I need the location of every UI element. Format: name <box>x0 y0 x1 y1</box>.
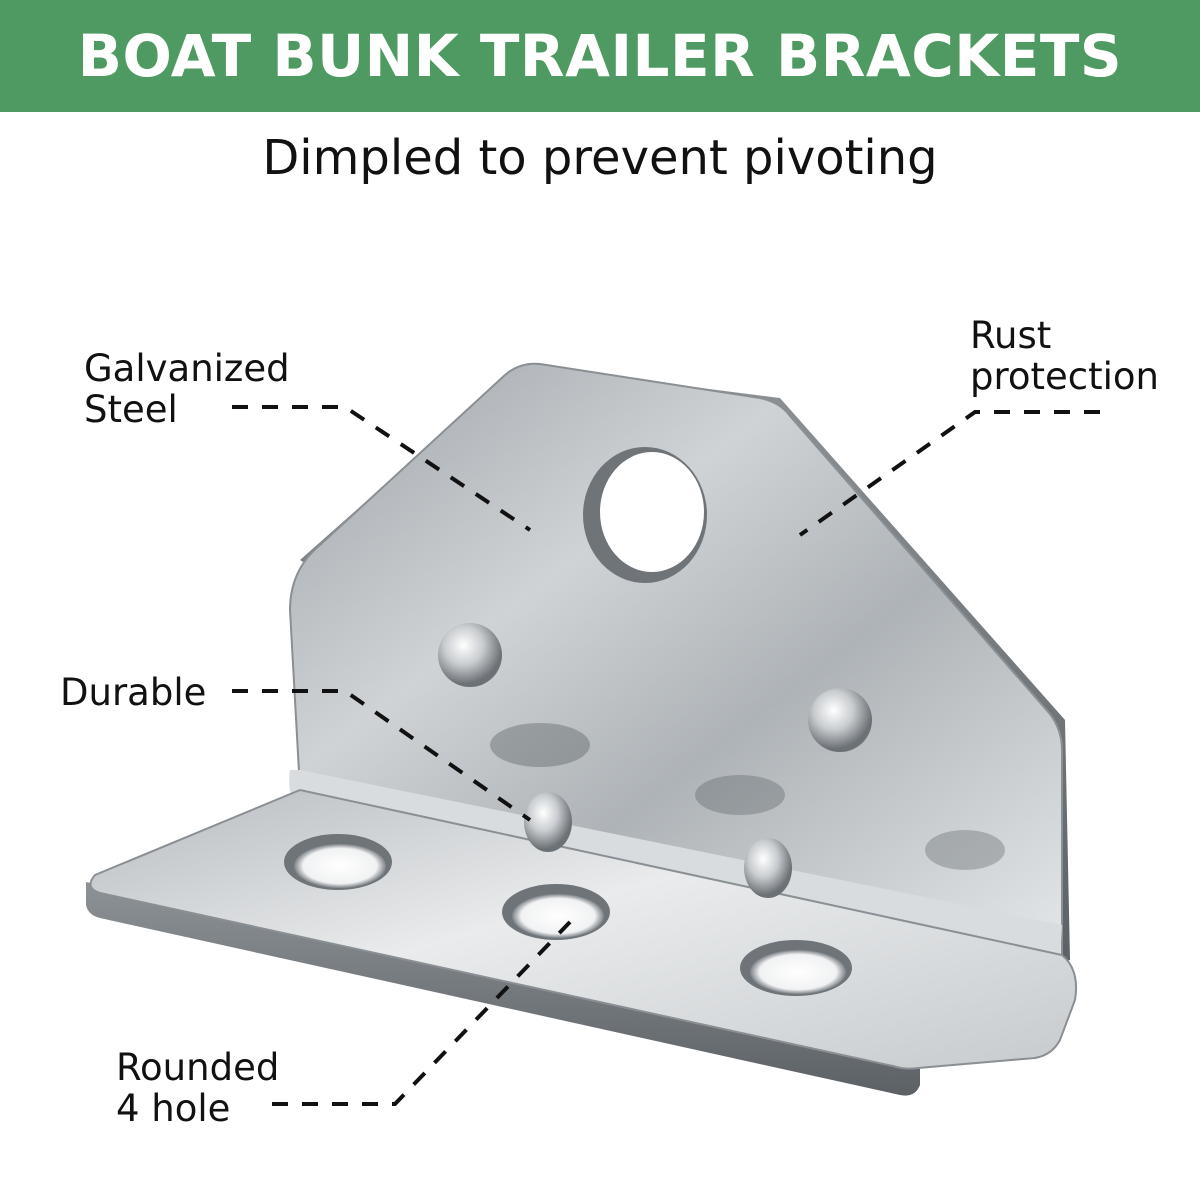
dimple <box>744 838 792 898</box>
banner-title: BOAT BUNK TRAILER BRACKETS <box>77 22 1123 90</box>
callout-galvanized-steel: Galvanized Steel <box>84 348 290 430</box>
leader-durable <box>232 689 532 822</box>
callout-durable: Durable <box>60 672 206 713</box>
shadow <box>490 723 590 767</box>
base-hole <box>512 894 604 938</box>
callout-text: Galvanized <box>84 347 290 390</box>
base-hole <box>750 950 846 994</box>
callout-text: Steel <box>84 388 178 431</box>
callout-rust-protection: Rust protection <box>970 315 1159 397</box>
dimple <box>808 688 872 752</box>
leader-galvanized <box>232 405 532 532</box>
shadow <box>695 775 785 815</box>
upright-plate <box>288 362 1063 957</box>
base-hole <box>294 844 386 888</box>
callout-text: Durable <box>60 671 207 714</box>
leader-rounded <box>272 920 572 1106</box>
leader-rust <box>798 410 1100 537</box>
header-banner: BOAT BUNK TRAILER BRACKETS <box>0 0 1200 112</box>
callout-text: protection <box>970 355 1160 398</box>
callout-rounded-4-hole: Rounded 4 hole <box>116 1047 279 1129</box>
callout-text: Rounded <box>116 1046 280 1089</box>
dimple <box>524 792 572 852</box>
dimple <box>438 623 502 687</box>
subtitle: Dimpled to prevent pivoting <box>262 130 938 186</box>
callout-text: 4 hole <box>116 1087 231 1130</box>
top-hole <box>600 452 704 572</box>
callout-text: Rust <box>970 314 1052 357</box>
shadow <box>925 830 1005 870</box>
